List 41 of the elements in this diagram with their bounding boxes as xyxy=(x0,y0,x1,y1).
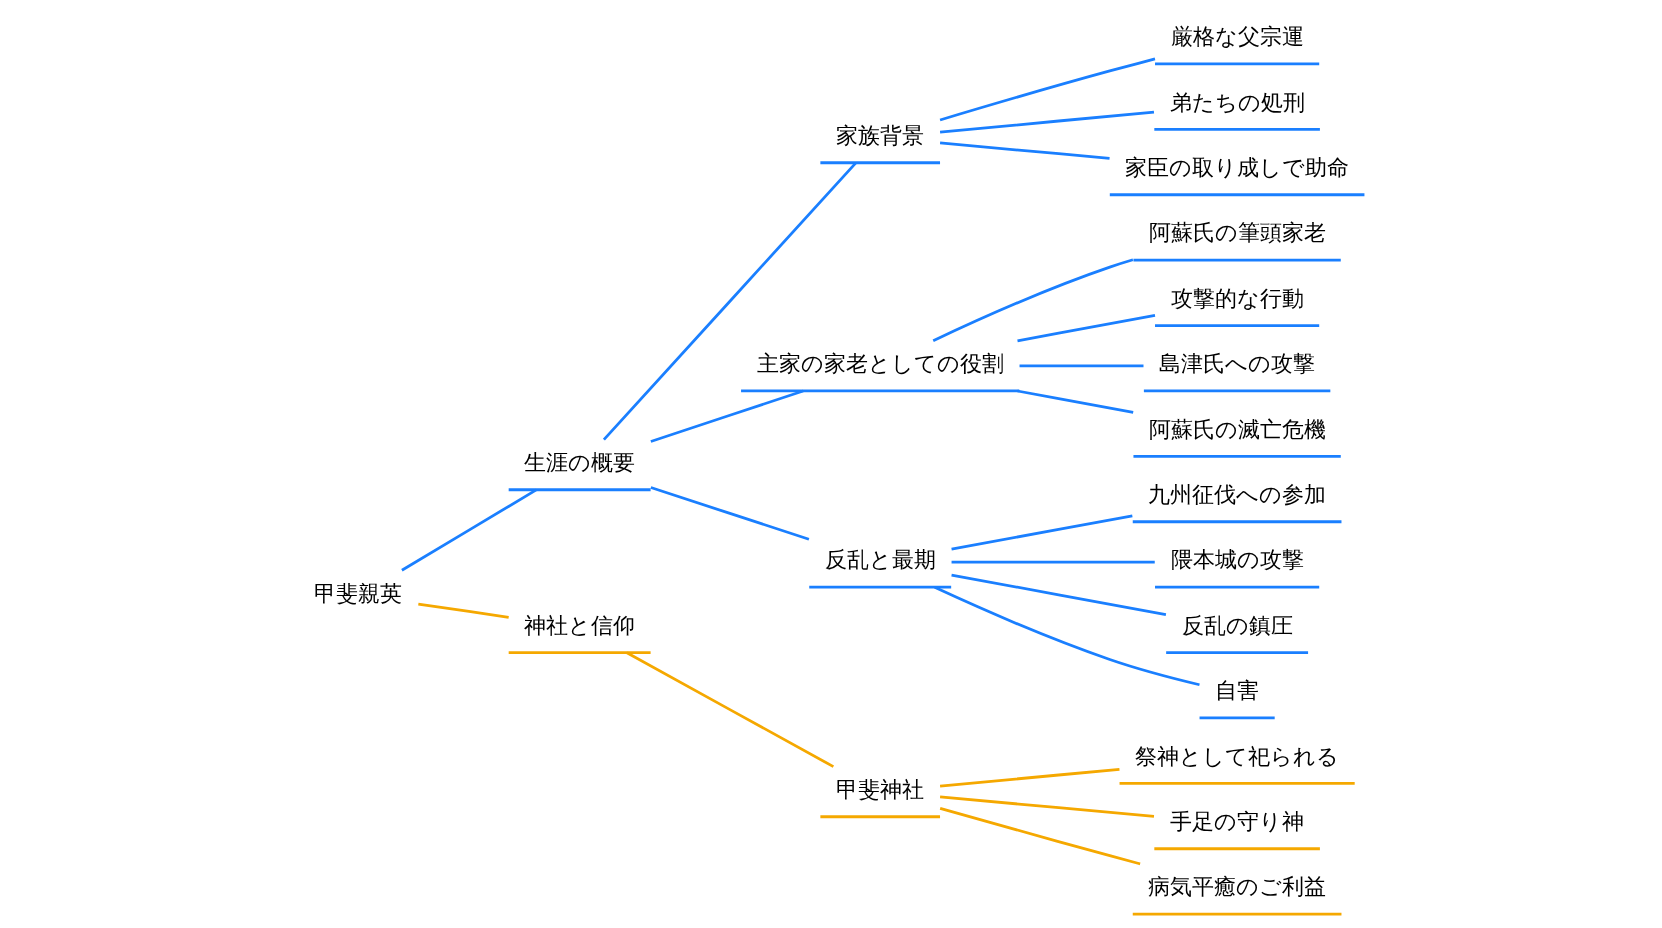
connector xyxy=(400,488,537,572)
connector xyxy=(417,602,509,619)
node-text: 家臣の取り成しで助命 xyxy=(1124,153,1349,180)
node-text: 攻撃的な行動 xyxy=(1170,284,1304,311)
connector xyxy=(602,161,857,441)
connector xyxy=(649,389,804,443)
connector xyxy=(932,258,1133,342)
connector xyxy=(1016,314,1155,343)
connector xyxy=(939,807,1140,866)
node-text: 阿蘇氏の滅亡危機 xyxy=(1148,415,1326,442)
node-text: 隈本城の攻撃 xyxy=(1170,546,1304,573)
connector xyxy=(625,651,834,768)
connector xyxy=(951,560,1155,564)
connector xyxy=(939,141,1110,160)
connector xyxy=(1016,389,1133,414)
connector xyxy=(950,573,1166,616)
node-text: 厳格な父宗運 xyxy=(1170,23,1304,50)
node-text: 生涯の概要 xyxy=(523,448,635,475)
node-text: 自害 xyxy=(1214,677,1259,704)
connector xyxy=(939,110,1154,134)
node-text: 手足の守り神 xyxy=(1169,807,1304,834)
node-text: 反乱と最期 xyxy=(824,546,936,573)
node-text: 阿蘇氏の筆頭家老 xyxy=(1148,219,1326,246)
connector xyxy=(649,486,809,541)
node-text: 家族背景 xyxy=(835,121,924,148)
connector xyxy=(939,767,1120,788)
connector xyxy=(933,586,1200,687)
connector xyxy=(939,57,1155,122)
node-text: 弟たちの処刑 xyxy=(1169,88,1305,115)
node-text: 主家の家老としての役割 xyxy=(756,350,1004,377)
node-text: 祭神として祀られる xyxy=(1134,742,1339,769)
node-text: 島津氏への攻撃 xyxy=(1158,350,1315,377)
node-text: 病気平癒のご利益 xyxy=(1147,873,1326,900)
connector xyxy=(1019,364,1143,368)
node-text: 甲斐神社 xyxy=(835,775,924,802)
node-text: 甲斐親英 xyxy=(313,579,402,606)
node-text: 反乱の鎮圧 xyxy=(1181,611,1293,638)
node-text: 九州征伐への参加 xyxy=(1147,480,1326,507)
node-text: 神社と信仰 xyxy=(523,611,635,638)
connector xyxy=(950,514,1133,551)
connector xyxy=(939,795,1154,818)
